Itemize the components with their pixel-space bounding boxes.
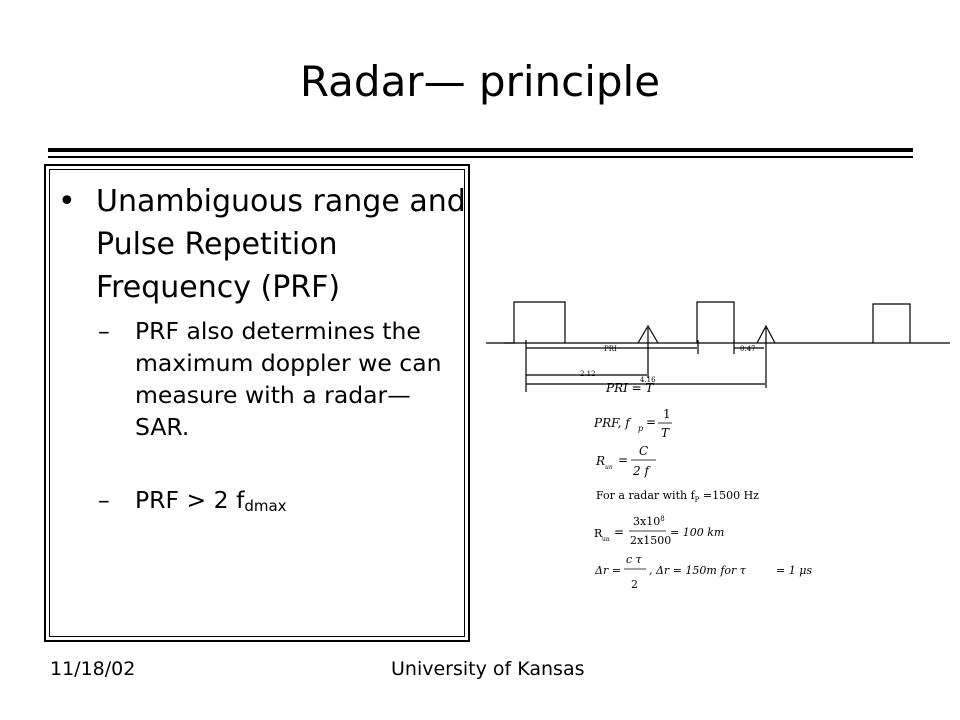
- pulse-3: [872, 303, 911, 343]
- eq-run-left: R: [595, 454, 605, 468]
- label-pri: PRI: [604, 345, 617, 353]
- eq-prf-sub: p: [638, 424, 643, 433]
- eq-radar-example: For a radar with fP =1500 Hz: [596, 489, 759, 504]
- label-047: 0.47: [740, 345, 756, 353]
- sub-bullet-text: PRF also determines the maximum doppler …: [135, 317, 442, 441]
- eq-dr-num: c τ: [626, 553, 643, 566]
- eq-dr-end: = 1 μs: [776, 564, 812, 577]
- eq-run-sub: un: [605, 464, 613, 471]
- echo-2: [756, 324, 776, 344]
- eq-run-num: C: [639, 444, 648, 458]
- main-bullet-text: Unambiguous range and Pulse Repetition F…: [96, 184, 466, 305]
- eq-run-value-sub: un: [602, 536, 610, 543]
- label-416: 4.16: [640, 376, 656, 384]
- footer-organization: University of Kansas: [391, 658, 585, 680]
- content-box-inner: [49, 169, 465, 637]
- title-divider-thick: [48, 148, 913, 152]
- footer-date: 11/18/02: [50, 658, 136, 680]
- bullet-marker: •: [58, 184, 76, 219]
- eq-prf-left: PRF, f: [593, 416, 632, 430]
- eq-prf-den: T: [661, 426, 670, 440]
- title-divider-thin: [48, 156, 913, 158]
- eq-pri: PRI = T: [605, 381, 655, 395]
- dash-marker: –: [98, 486, 110, 514]
- pulse-2: [696, 301, 735, 343]
- pulse-train-diagram: PRI 0.47 2.12 4.16 PRI = T PRF, f p = 1 …: [486, 301, 950, 591]
- eq-dr-den: 2: [631, 578, 638, 591]
- pulse-1: [504, 301, 566, 344]
- eq-run-value-result: = 100 km: [670, 526, 724, 539]
- echo-1: [637, 324, 659, 344]
- svg-text:=: =: [646, 415, 656, 429]
- eq-run-value-left: R: [594, 527, 603, 540]
- eq-run-value-num: 3x108: [633, 515, 665, 528]
- content-box-outer: [44, 164, 470, 642]
- sub-bullet-formula: PRF > 2 fdmax: [135, 484, 455, 522]
- dash-marker: –: [98, 317, 110, 345]
- formula-subscript: dmax: [244, 497, 287, 515]
- label-212: 2.12: [580, 370, 596, 378]
- svg-text:=: =: [614, 525, 624, 539]
- slide-title: Radar— principle: [299, 57, 661, 106]
- svg-text:=: =: [618, 453, 628, 467]
- eq-run-value-den: 2x1500: [630, 534, 671, 547]
- eq-run-den: 2 f: [632, 464, 651, 478]
- eq-dr-left: Δr =: [594, 564, 621, 577]
- eq-dr-mid: , Δr = 150m for τ: [649, 564, 747, 577]
- formula-prefix: PRF > 2 f: [135, 486, 245, 514]
- eq-prf-num: 1: [663, 407, 671, 421]
